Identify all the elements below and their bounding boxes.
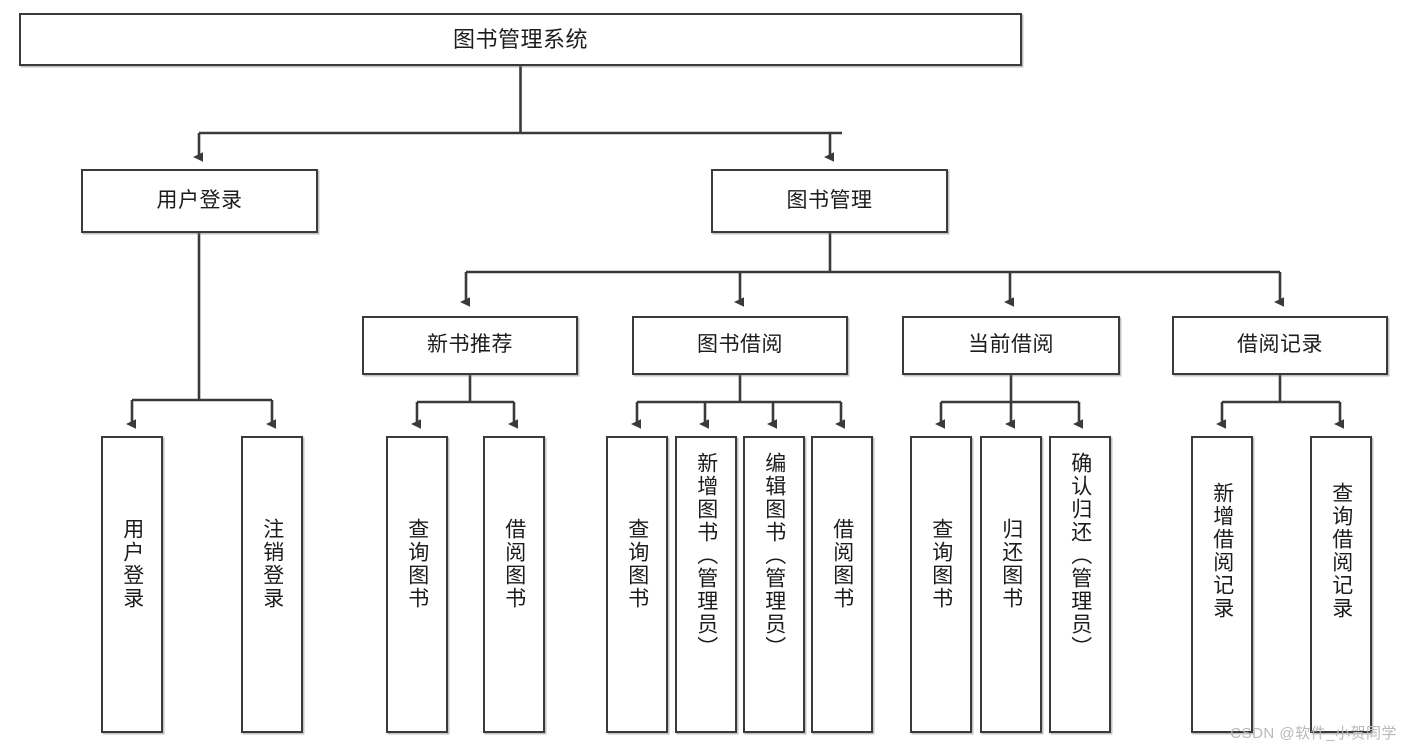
node-user-login[interactable]: 用户登录 — [81, 169, 318, 233]
node-label: 图书管理系统 — [452, 26, 588, 52]
node-label: 注销登录 — [260, 518, 284, 610]
csdn-watermark: CSDN @软件_小贺同学 — [1230, 725, 1397, 742]
leaf-borrow-query-book[interactable]: 查询图书 — [606, 436, 668, 733]
node-label: 用户登录 — [156, 188, 243, 212]
node-label: 借阅图书 — [830, 518, 854, 610]
node-label: 查询图书 — [405, 518, 429, 610]
node-label: 新增借阅记录 — [1210, 482, 1234, 620]
node-label: 借阅图书 — [502, 518, 526, 610]
leaf-borrow-edit-book-admin[interactable]: 编辑图书（管理员） — [743, 436, 805, 733]
node-book-borrow[interactable]: 图书借阅 — [632, 316, 848, 375]
leaf-record-add-record[interactable]: 新增借阅记录 — [1191, 436, 1253, 733]
node-label: 图书借阅 — [697, 333, 783, 357]
node-label: 用户登录 — [120, 518, 144, 610]
node-label: 查询借阅记录 — [1329, 482, 1353, 620]
node-label: 新书推荐 — [427, 333, 513, 357]
node-borrow-record[interactable]: 借阅记录 — [1172, 316, 1388, 375]
node-label: 确认归还（管理员） — [1068, 452, 1092, 659]
node-label: 查询图书 — [625, 518, 649, 610]
leaf-current-query-book[interactable]: 查询图书 — [910, 436, 972, 733]
node-label: 查询图书 — [929, 518, 953, 610]
leaf-user-login-signin[interactable]: 用户登录 — [101, 436, 163, 733]
node-label: 图书管理 — [786, 188, 873, 212]
node-label: 编辑图书（管理员） — [762, 452, 786, 659]
node-label: 借阅记录 — [1237, 333, 1323, 357]
node-label: 归还图书 — [999, 518, 1023, 610]
node-book-management[interactable]: 图书管理 — [711, 169, 948, 233]
leaf-user-login-signout[interactable]: 注销登录 — [241, 436, 303, 733]
leaf-borrow-borrow-book[interactable]: 借阅图书 — [811, 436, 873, 733]
leaf-current-confirm-return-admin[interactable]: 确认归还（管理员） — [1049, 436, 1111, 733]
node-label: 当前借阅 — [968, 333, 1054, 357]
leaf-recommend-query-book[interactable]: 查询图书 — [386, 436, 448, 733]
node-label: 新增图书（管理员） — [694, 452, 718, 659]
leaf-recommend-borrow-book[interactable]: 借阅图书 — [483, 436, 545, 733]
leaf-borrow-add-book-admin[interactable]: 新增图书（管理员） — [675, 436, 737, 733]
node-new-book-recommend[interactable]: 新书推荐 — [362, 316, 578, 375]
leaf-record-query-record[interactable]: 查询借阅记录 — [1310, 436, 1372, 733]
leaf-current-return-book[interactable]: 归还图书 — [980, 436, 1042, 733]
node-root-system[interactable]: 图书管理系统 — [19, 13, 1022, 66]
node-current-borrow[interactable]: 当前借阅 — [902, 316, 1120, 375]
